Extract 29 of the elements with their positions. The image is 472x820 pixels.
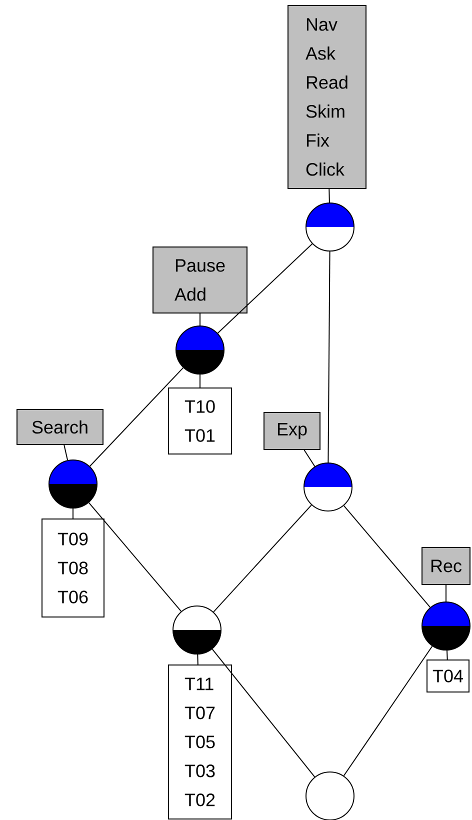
connector-line	[328, 251, 330, 463]
object-label: T10 T01	[168, 388, 232, 454]
concept-circle	[306, 202, 354, 252]
connector-line	[89, 367, 184, 467]
concept-circle	[172, 606, 222, 654]
object-label: T04	[426, 660, 470, 692]
connector-line	[446, 650, 448, 660]
concept-circle	[422, 602, 470, 650]
connector-line	[64, 444, 68, 461]
attribute-label: Pause Add	[152, 246, 248, 314]
connector-line	[72, 508, 74, 519]
connector-line	[213, 504, 312, 612]
connector-line	[304, 450, 316, 467]
attribute-label: Search	[16, 409, 104, 445]
connector-line	[88, 502, 182, 612]
connector-line	[343, 505, 431, 608]
connector-line	[197, 654, 198, 665]
connector-line	[328, 188, 330, 204]
concept-circle	[304, 462, 352, 512]
object-label: T09 T08 T06	[42, 518, 104, 618]
object-label: T11 T07 T05 T03 T02	[168, 664, 232, 820]
attribute-label: Rec	[422, 547, 470, 585]
connector-line	[343, 646, 433, 776]
connector-line	[212, 648, 316, 778]
concept-circle	[176, 326, 224, 374]
concept-circle	[48, 460, 98, 508]
attribute-label: Nav Ask Read Skim Fix Click	[288, 5, 366, 189]
connector-line	[217, 243, 313, 334]
attribute-label: Exp	[264, 412, 320, 450]
